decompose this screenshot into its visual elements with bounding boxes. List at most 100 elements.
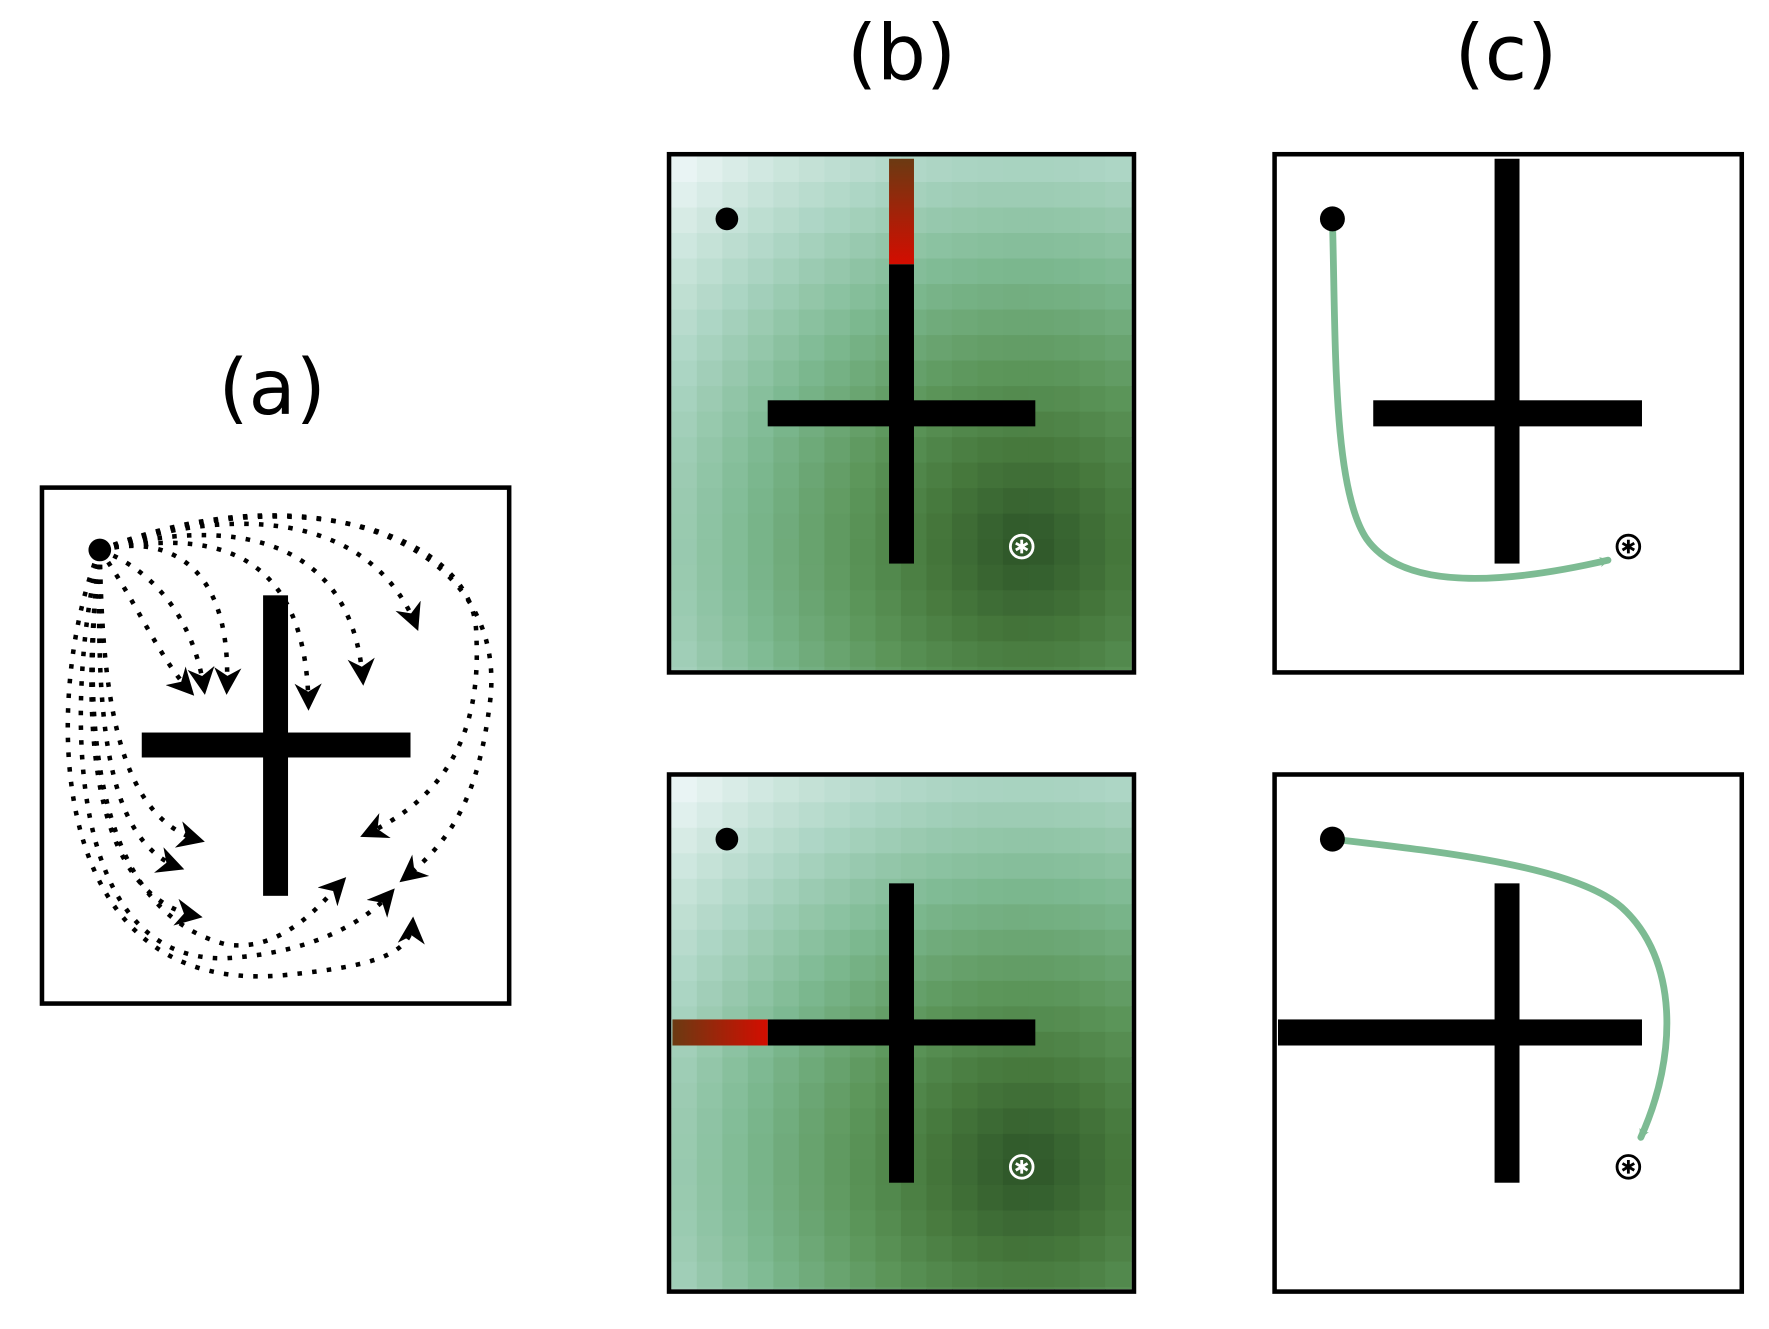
heatmap-cell (1079, 156, 1106, 183)
heatmap-cell (849, 488, 876, 515)
heatmap-cell (1002, 488, 1030, 515)
heatmap-cell (696, 776, 723, 803)
heatmap-cell (747, 904, 774, 931)
heatmap-cell (798, 462, 825, 489)
heatmap-cell (849, 929, 876, 956)
heatmap-cell (773, 980, 800, 1007)
planned-route (1329, 835, 1671, 1141)
heatmap-cell (1079, 776, 1106, 803)
heatmap-cell (798, 258, 825, 285)
heatmap-cell (722, 929, 749, 956)
heatmap-cell (696, 182, 723, 209)
heatmap-cell (1002, 437, 1030, 464)
heatmap-cell (900, 1287, 928, 1290)
heatmap-cell (773, 488, 800, 515)
heatmap-cell (1028, 776, 1055, 803)
trajectory (99, 547, 215, 695)
heatmap-cell (824, 615, 851, 642)
heatmap-cell (1079, 1287, 1106, 1290)
heatmap-cell (1079, 462, 1106, 489)
heatmap-cell (1028, 309, 1055, 336)
heatmap-cell (1028, 827, 1055, 854)
heatmap-cell (722, 539, 749, 566)
heatmap-cell (1028, 878, 1055, 905)
heatmap-cell (671, 233, 698, 260)
heatmap-cell (824, 513, 851, 540)
heatmap-cell (696, 335, 723, 362)
heatmap-cell (747, 929, 774, 956)
heatmap-cell (824, 1133, 851, 1161)
heatmap-cell (849, 539, 876, 566)
heatmap-cell (1130, 233, 1132, 260)
heatmap-cell (849, 1133, 876, 1161)
heatmap-cell (798, 853, 825, 880)
heatmap-cell (773, 1108, 800, 1135)
heatmap-cell (1130, 802, 1132, 829)
heatmap-cell (1054, 411, 1081, 438)
heatmap-cell (722, 386, 749, 413)
heatmap-cell (900, 1184, 928, 1212)
heatmap-cell (1105, 827, 1132, 854)
heatmap-cell (747, 802, 774, 829)
heatmap-cell (1079, 258, 1106, 285)
heatmap-cell (1130, 309, 1132, 336)
heatmap-cell (875, 1287, 902, 1290)
heatmap-cell (1130, 1159, 1132, 1186)
heatmap-cell (1054, 462, 1081, 489)
heatmap-cell (875, 776, 902, 803)
heatmap-cell (1054, 1031, 1081, 1058)
heatmap-cell (824, 207, 851, 234)
blocked-wall-segment (889, 158, 914, 265)
heatmap-cell (696, 1261, 723, 1288)
heatmap-cell (1105, 437, 1132, 464)
heatmap-cell (951, 1082, 979, 1110)
panel-label-a: (a) (218, 343, 325, 433)
heatmap-cell (696, 233, 723, 260)
heatmap-cell (1002, 878, 1030, 905)
heatmap-cell (849, 258, 876, 285)
heatmap-cell (849, 641, 876, 668)
heatmap-cell (798, 513, 825, 540)
heatmap-cell (1002, 462, 1030, 489)
heatmap-cell (722, 1261, 749, 1288)
heatmap-cell (1130, 437, 1132, 464)
heatmap-cell (1002, 904, 1030, 931)
heatmap-cell (696, 156, 723, 183)
wall-vertical (1494, 158, 1520, 564)
heatmap-cell (747, 513, 774, 540)
heatmap-cell (696, 929, 723, 956)
heatmap-cell (849, 207, 876, 234)
heatmap-cell (926, 1057, 953, 1084)
heatmap-cell (1105, 360, 1132, 387)
heatmap-cell (1079, 360, 1106, 387)
heatmap-cell (849, 802, 876, 829)
heatmap-cell (773, 878, 800, 905)
heatmap-cell (1130, 207, 1132, 234)
heatmap-cell (798, 955, 825, 982)
heatmap-cell (747, 1184, 774, 1212)
heatmap-cell (696, 980, 723, 1007)
heatmap-cell (1105, 488, 1132, 515)
panel-a (39, 485, 512, 1006)
heatmap-cell (671, 1261, 698, 1288)
heatmap-cell (671, 1133, 698, 1161)
heatmap-cell (875, 1236, 902, 1263)
heatmap-cell (951, 1057, 979, 1084)
heatmap-cell (696, 1184, 723, 1212)
heatmap-cell (849, 878, 876, 905)
heatmap-cell (798, 666, 825, 671)
heatmap-cell (1105, 666, 1132, 671)
heatmap-cell (773, 309, 800, 336)
heatmap-cell (849, 1236, 876, 1263)
heatmap-cell (1079, 1210, 1106, 1237)
heatmap-cell (1028, 1057, 1055, 1084)
heatmap-cell (1002, 233, 1030, 260)
heatmap-cell (977, 1184, 1004, 1212)
heatmap-cell (1028, 284, 1055, 311)
heatmap-cell (671, 641, 698, 668)
heatmap-cell (900, 1210, 928, 1237)
heatmap-cell (722, 564, 749, 591)
heatmap-cell (1028, 437, 1055, 464)
heatmap-cell (1054, 233, 1081, 260)
heatmap-cell (1130, 1236, 1132, 1263)
